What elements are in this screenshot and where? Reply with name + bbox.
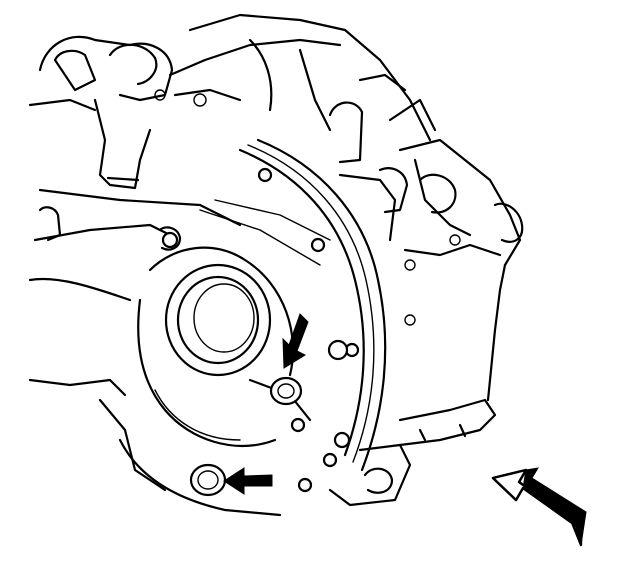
bell-housing-face — [137, 246, 312, 447]
upper-bracket-assembly — [38, 35, 342, 190]
view-arrow-icon — [491, 467, 587, 547]
upper-housing — [28, 13, 437, 164]
lower-mount — [328, 398, 497, 507]
upper-arrow-icon — [282, 313, 309, 369]
lower-arrow-icon — [223, 467, 273, 495]
bell-housing-rim — [238, 138, 387, 493]
upper-plug — [269, 376, 303, 406]
lower-plug — [189, 463, 227, 497]
right-housing-block — [338, 138, 524, 402]
case-body-lines — [28, 188, 331, 517]
